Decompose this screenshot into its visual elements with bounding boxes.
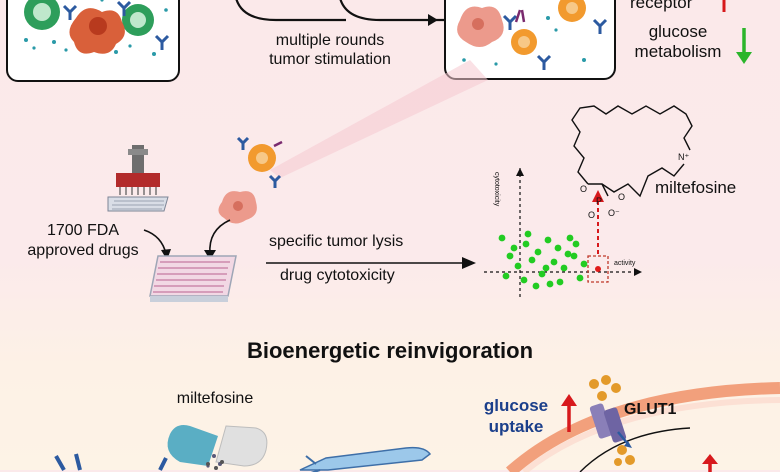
miltefosine-drug-label: miltefosine: [176, 390, 254, 407]
t-cell-icon: [558, 0, 586, 22]
tumor-cell-icon: [457, 6, 504, 47]
scatter-dot: [546, 280, 554, 288]
rounds-label-line1: multiple rounds: [275, 32, 385, 49]
drug-cytotoxicity-label: drug cytotoxicity: [280, 267, 395, 284]
scatter-dot: [532, 282, 540, 290]
scatter-dot: [556, 278, 564, 286]
coculture-cells-illustration: [218, 136, 283, 224]
scatter-dots: [498, 230, 588, 290]
scatter-dot: [498, 234, 506, 242]
stimulated-cells-illustration: [457, 0, 608, 70]
scatter-dot: [528, 256, 536, 264]
glucose-uptake-line1: glucose: [483, 396, 549, 415]
bottom-left-molecules: [206, 460, 224, 470]
rounds-label-line2: tumor stimulation: [269, 51, 391, 68]
scatter-dot: [534, 248, 542, 256]
glucose-uptake-line2: uptake: [488, 417, 544, 436]
scatter-dot: [544, 236, 552, 244]
drugs-label-line2: approved drugs: [27, 242, 139, 259]
antibody-icon: [236, 136, 282, 188]
receptor-label: receptor: [630, 0, 693, 12]
rocket-illustration: [299, 446, 432, 472]
hit-dot: [595, 266, 601, 272]
scatter-dot: [522, 240, 530, 248]
cell-membrane-arc: [506, 382, 780, 472]
stimulation-rounds-arrows: [235, 0, 444, 26]
scatter-dot: [510, 244, 518, 252]
antibody-icon: [502, 14, 608, 70]
scatter-dot: [524, 230, 532, 238]
scatter-dot: [506, 252, 514, 260]
scatter-dot: [580, 260, 588, 268]
scatter-dot: [554, 244, 562, 252]
assay-arrow: [266, 257, 476, 269]
glut1-label: GLUT1: [624, 401, 677, 418]
scatter-dot: [538, 270, 546, 278]
svg-text:O: O: [588, 210, 595, 220]
svg-text:O: O: [618, 192, 625, 202]
hit-box: [587, 255, 609, 283]
scatter-dot: [566, 234, 574, 242]
scatter-dot: [570, 252, 578, 260]
glucose-metabolism-down-arrow: [736, 28, 752, 64]
antibody-icon: [62, 0, 170, 50]
scatter-dot: [520, 276, 528, 284]
t-cell-icon: [248, 144, 276, 172]
hit-compound-label: miltefosine: [655, 178, 737, 197]
svg-text:O: O: [580, 184, 587, 194]
axis-y-label: cytotoxicity: [493, 172, 500, 207]
glucose-metabolism-line2: metabolism: [634, 42, 722, 61]
scatter-dot: [564, 250, 572, 258]
scatter-dot: [560, 264, 568, 272]
bottom-left-antibodies: [54, 453, 168, 471]
zoom-beam: [270, 60, 488, 178]
exhausted-cells-illustration: [24, 0, 170, 56]
cells-to-plate-arrow: [204, 219, 231, 260]
scatter-dot: [542, 264, 550, 272]
bottom-right-up-arrow: [702, 454, 718, 472]
scatter-dot: [502, 272, 510, 280]
specific-tumor-lysis-label: specific tumor lysis: [269, 233, 404, 250]
drugs-label-line1: 1700 FDA: [46, 222, 120, 239]
t-cell-icon: [511, 29, 537, 55]
miltefosine-structure: O P O O O⁻ N⁺: [571, 105, 693, 220]
receptor-up-arrow: [722, 0, 726, 12]
svg-text:P: P: [596, 196, 602, 206]
drugs-to-plate-arrow: [143, 229, 171, 260]
bioenergetic-title: Bioenergetic reinvigoration: [246, 338, 534, 363]
liquid-handler-icon: [107, 145, 169, 212]
green-t-cell-icon: [24, 0, 60, 30]
scatter-dot: [550, 258, 558, 266]
scatter-dot: [576, 274, 584, 282]
receptor-icon: [514, 9, 526, 23]
assay-plate-icon: [149, 255, 237, 302]
tumor-cell-icon: [218, 191, 257, 224]
svg-text:O⁻: O⁻: [608, 208, 620, 218]
glucose-metabolism-line1: glucose: [648, 22, 708, 41]
axis-x-label: activity: [614, 260, 636, 267]
glucose-uptake-up-arrow: [561, 394, 577, 432]
glut1-transporter-icon: [589, 375, 635, 466]
green-t-cell-icon: [122, 4, 154, 36]
scatter-dot: [572, 240, 580, 248]
tumor-cell-icon: [69, 8, 125, 54]
screen-scatter-plot: [484, 168, 642, 300]
scatter-dot: [514, 262, 522, 270]
svg-text:N⁺: N⁺: [678, 152, 689, 162]
